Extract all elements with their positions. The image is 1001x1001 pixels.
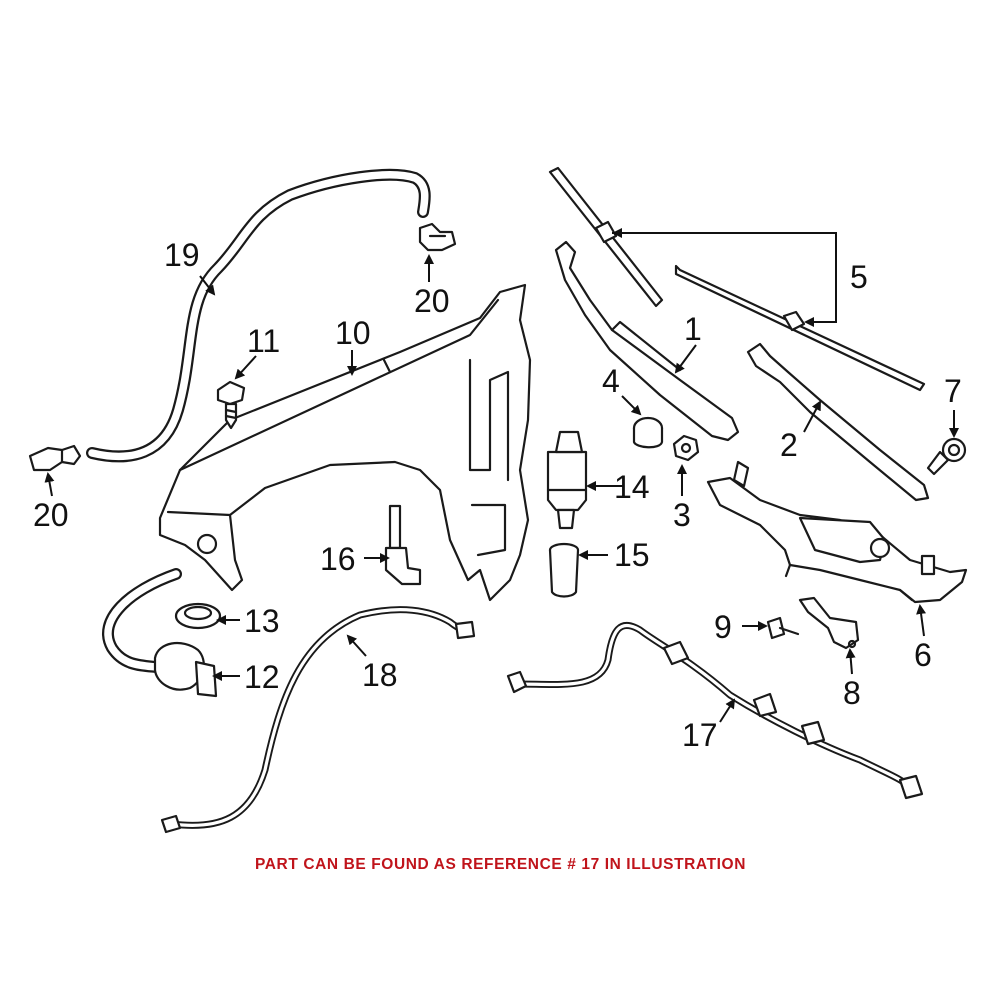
connector-20-left [28,444,82,472]
callout-8: 8 [843,675,861,711]
callout-14: 14 [614,469,650,505]
pin-9 [766,616,800,640]
hose-19 [86,168,431,463]
callout-3: 3 [673,497,691,533]
nut-3 [672,434,700,462]
connector-20-top [418,222,457,252]
callout-16: 16 [320,541,356,577]
callout-2: 2 [780,427,798,463]
screw-7 [926,437,967,476]
callout-6: 6 [914,637,932,673]
washer-line-17 [506,621,924,800]
callout-15: 15 [614,537,650,573]
callout-9: 9 [714,609,732,645]
callout-20-top: 20 [414,283,450,319]
wiper-motor-6 [706,460,968,604]
pump-seal-15 [548,542,580,598]
callout-17: 17 [682,717,718,753]
washer-reservoir-10 [158,283,532,602]
callout-7: 7 [944,373,962,409]
callout-5: 5 [850,259,868,295]
bolt-11 [216,380,246,430]
washer-pump-14 [546,430,588,530]
wiper-arm-2 [746,342,930,502]
callout-4: 4 [602,363,620,399]
grommet-4 [632,416,664,449]
callout-10: 10 [335,315,371,351]
wiper-blade-5-rear [674,264,926,392]
plug-13 [174,602,222,630]
callout-13: 13 [244,603,280,639]
bracket-8 [798,596,860,650]
callout-11: 11 [247,323,280,359]
filler-hose-12 [102,568,218,698]
wiper-blade-5-front [548,166,664,308]
reference-note: PART CAN BE FOUND AS REFERENCE # 17 IN I… [254,856,747,873]
washer-line-18 [160,606,476,834]
callout-12: 12 [244,659,280,695]
callout-1: 1 [684,311,702,347]
callout-18: 18 [362,657,398,693]
elbow-16 [384,504,422,586]
wiper-arm-1 [554,240,740,442]
callout-20-left: 20 [33,497,69,533]
callout-19: 19 [164,237,200,273]
